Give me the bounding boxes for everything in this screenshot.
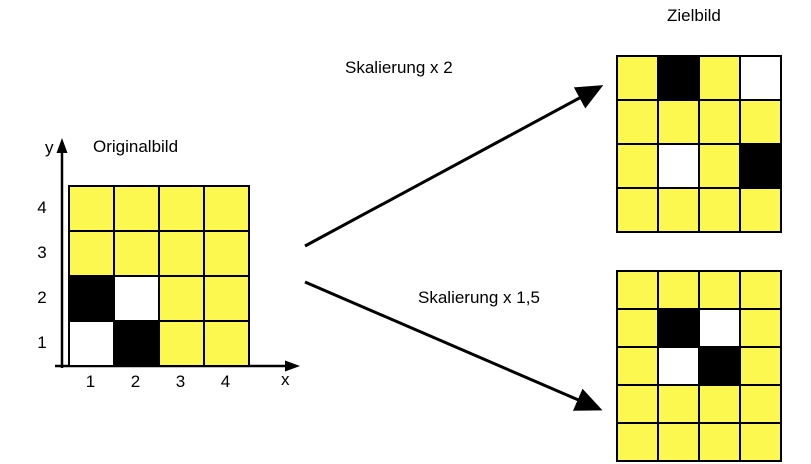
target-grid-scale15 bbox=[616, 270, 782, 462]
grid-cell-yellow bbox=[658, 385, 699, 423]
grid-cell-yellow bbox=[740, 271, 781, 309]
grid-cell-yellow bbox=[69, 186, 114, 231]
grid-cell-white bbox=[699, 309, 740, 347]
original-image-grid bbox=[68, 185, 250, 367]
grid-cell-white bbox=[740, 56, 781, 100]
grid-cell-yellow bbox=[658, 271, 699, 309]
grid-cell-yellow bbox=[699, 144, 740, 188]
target-image-title: Zielbild bbox=[667, 6, 721, 25]
scale2-label: Skalierung x 2 bbox=[345, 58, 453, 77]
grid-cell-yellow bbox=[204, 186, 249, 231]
scale2-arrow bbox=[304, 85, 604, 248]
grid-cell-yellow bbox=[699, 100, 740, 144]
grid-cell-yellow bbox=[114, 231, 159, 276]
grid-cell-yellow bbox=[740, 309, 781, 347]
grid-cell-yellow bbox=[740, 188, 781, 232]
grid-cell-yellow bbox=[699, 271, 740, 309]
grid-cell-yellow bbox=[617, 188, 658, 232]
grid-cell-yellow bbox=[699, 188, 740, 232]
grid-cell-yellow bbox=[658, 188, 699, 232]
grid-cell-yellow bbox=[617, 347, 658, 385]
original-image-title: Originalbild bbox=[93, 137, 179, 156]
grid-cell-white bbox=[114, 276, 159, 321]
grid-cell-yellow bbox=[159, 276, 204, 321]
grid-cell-black bbox=[740, 144, 781, 188]
grid-cell-yellow bbox=[617, 271, 658, 309]
grid-cell-yellow bbox=[617, 309, 658, 347]
grid-cell-black bbox=[658, 309, 699, 347]
grid-cell-white bbox=[658, 347, 699, 385]
grid-cell-yellow bbox=[69, 231, 114, 276]
grid-cell-yellow bbox=[114, 186, 159, 231]
y-axis-label: y bbox=[45, 138, 54, 157]
grid-cell-yellow bbox=[658, 423, 699, 461]
scale15-arrow bbox=[304, 280, 603, 411]
grid-cell-yellow bbox=[617, 144, 658, 188]
grid-cell-black bbox=[658, 56, 699, 100]
y-axis-arrow bbox=[56, 138, 68, 368]
grid-cell-white bbox=[658, 144, 699, 188]
y-tick: 1 bbox=[37, 332, 47, 352]
grid-cell-black bbox=[69, 276, 114, 321]
x-tick: 2 bbox=[130, 372, 141, 391]
grid-cell-yellow bbox=[740, 385, 781, 423]
y-tick: 2 bbox=[37, 287, 47, 307]
y-tick: 4 bbox=[37, 197, 47, 217]
y-tick: 3 bbox=[37, 242, 47, 262]
grid-cell-yellow bbox=[159, 231, 204, 276]
grid-cell-black bbox=[699, 347, 740, 385]
scale15-label: Skalierung x 1,5 bbox=[418, 288, 540, 307]
x-tick: 4 bbox=[220, 372, 231, 391]
grid-cell-yellow bbox=[699, 385, 740, 423]
grid-cell-yellow bbox=[204, 231, 249, 276]
grid-cell-black bbox=[114, 321, 159, 366]
grid-cell-yellow bbox=[159, 321, 204, 366]
grid-cell-yellow bbox=[617, 385, 658, 423]
grid-cell-yellow bbox=[740, 423, 781, 461]
x-axis-label: x bbox=[281, 370, 290, 389]
x-axis-ticks: 1 2 3 4 bbox=[68, 372, 248, 392]
grid-cell-white bbox=[69, 321, 114, 366]
grid-cell-yellow bbox=[204, 276, 249, 321]
grid-cell-yellow bbox=[658, 100, 699, 144]
grid-cell-yellow bbox=[740, 100, 781, 144]
grid-cell-yellow bbox=[617, 100, 658, 144]
grid-cell-yellow bbox=[159, 186, 204, 231]
grid-cell-yellow bbox=[617, 423, 658, 461]
grid-cell-yellow bbox=[204, 321, 249, 366]
x-tick: 3 bbox=[175, 372, 186, 391]
target-grid-scale2 bbox=[616, 55, 782, 233]
y-axis-ticks: 4 3 2 1 bbox=[30, 185, 54, 365]
grid-cell-yellow bbox=[699, 56, 740, 100]
grid-cell-yellow bbox=[740, 347, 781, 385]
grid-cell-yellow bbox=[699, 423, 740, 461]
grid-cell-yellow bbox=[617, 56, 658, 100]
x-tick: 1 bbox=[85, 372, 96, 391]
